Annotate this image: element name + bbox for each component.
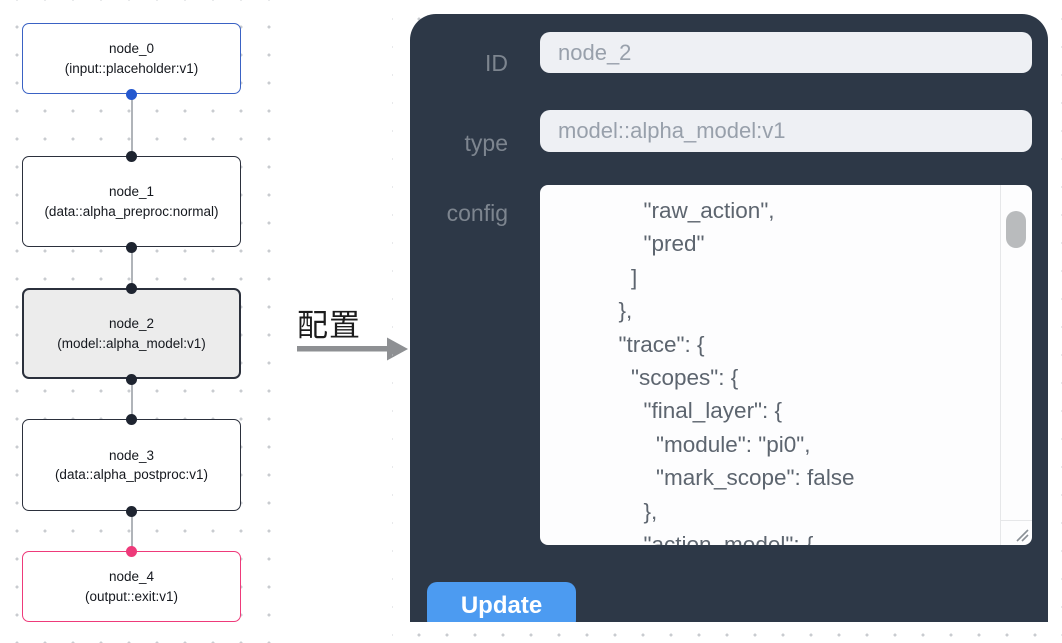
update-button[interactable]: Update [427,582,576,622]
config-line: "scopes": { [556,365,739,391]
handle-node4-top[interactable] [126,545,137,557]
config-line: "final_layer": { [556,398,783,424]
config-field-label: config [446,200,508,226]
node-title: node_0 [108,41,155,56]
node-title: node_2 [108,316,155,331]
node-title: node_1 [108,184,155,199]
node-subtitle: (output::exit:v1) [84,588,179,604]
config-line: "module": "pi0", [556,431,811,457]
node-subtitle: (data::alpha_preproc:normal) [44,203,219,219]
annotation-config-label: 配置 [297,308,361,343]
flow-node-output[interactable]: node_4 (output::exit:v1) [22,551,241,622]
handle-node1-bottom[interactable] [126,241,137,253]
config-line: "pred" [556,231,705,257]
handle-node1-top[interactable] [126,150,137,162]
flow-node-postproc[interactable]: node_3 (data::alpha_postproc:v1) [22,419,241,511]
config-json-text: "raw_action", "pred" ] }, "trace": { "sc… [556,194,996,545]
config-json-textarea[interactable]: "raw_action", "pred" ] }, "trace": { "sc… [540,185,1032,545]
handle-node0-bottom[interactable] [126,89,137,100]
flow-node-preproc[interactable]: node_1 (data::alpha_preproc:normal) [22,156,241,247]
id-field-label: ID [485,50,508,76]
node-subtitle: (data::alpha_postproc:v1) [54,467,209,482]
config-line: "trace": { [556,331,705,357]
node-subtitle: (model::alpha_model:v1) [57,335,206,351]
handle-node3-bottom[interactable] [126,505,137,517]
edge-node0-node1 [130,94,133,156]
edge-node2-node3 [130,379,133,419]
handle-node2-bottom[interactable] [126,373,137,385]
config-scrollbar-track[interactable] [1000,185,1032,520]
config-line: "action_model": { [556,532,814,545]
textarea-resize-handle-icon[interactable] [1000,520,1032,545]
handle-node3-top[interactable] [126,413,137,425]
handle-node2-top[interactable] [126,282,137,294]
node-title: node_4 [108,569,155,584]
flow-canvas[interactable]: node_0 (input::placeholder:v1) node_1 (d… [0,0,282,643]
config-line: "mark_scope": false [556,465,855,491]
flow-node-input[interactable]: node_0 (input::placeholder:v1) [22,23,241,94]
config-line: ] [556,264,638,290]
config-scrollbar-thumb[interactable] [1006,211,1026,248]
node-subtitle: (input::placeholder:v1) [64,60,199,76]
config-line: }, [556,498,658,524]
edge-node3-node4 [130,511,133,551]
edge-node1-node2 [130,247,133,288]
type-field-label: type [464,130,508,156]
node-title: node_3 [108,447,155,463]
config-line: }, [556,298,633,324]
config-line: "raw_action", [556,198,775,223]
flow-node-model-selected[interactable]: node_2 (model::alpha_model:v1) [22,288,241,379]
id-input[interactable] [540,32,1032,73]
node-config-panel: ID type config "raw_action", "pred" ] },… [410,14,1048,622]
type-input[interactable] [540,110,1032,152]
